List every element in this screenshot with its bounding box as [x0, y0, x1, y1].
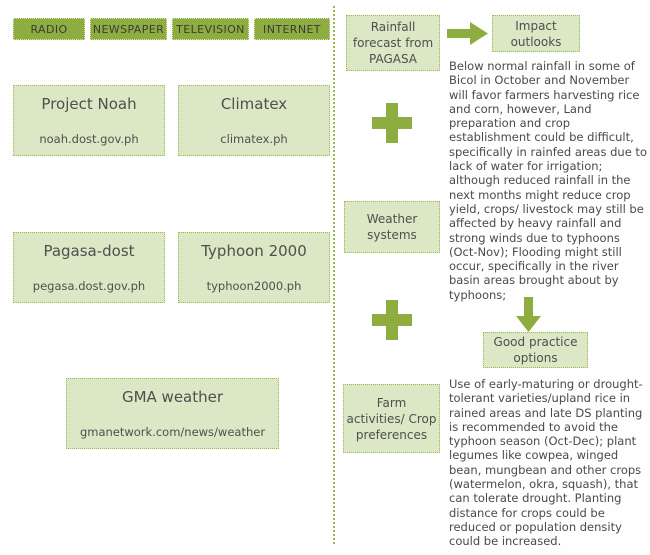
resource-card-climatex: Climatex climatex.ph	[178, 85, 330, 156]
good-practice-options-text: Use of early-maturing or drought-toleran…	[449, 377, 643, 549]
resource-name: Climatex	[220, 95, 288, 113]
tab-newspaper[interactable]: NEWSPAPER	[90, 18, 167, 40]
flow-input-label: Farm activities/ Crop preferences	[346, 395, 437, 442]
tab-internet[interactable]: INTERNET	[254, 18, 330, 40]
flow-input-label: Weather systems	[366, 212, 418, 242]
resource-name: Typhoon 2000	[201, 242, 307, 260]
impact-outlooks-box: Impact outlooks	[492, 15, 580, 52]
resource-url: pegasa.dost.gov.ph	[32, 279, 146, 293]
flow-input-label: Rainfall forecast from PAGASA	[352, 20, 434, 66]
resource-url: typhoon2000.ph	[206, 279, 302, 293]
flow-input-farm-activities: Farm activities/ Crop preferences	[343, 384, 440, 453]
resource-card-gma-weather: GMA weather gmanetwork.com/news/weather	[66, 378, 279, 449]
impact-outlooks-text: Below normal rainfall in some of Bicol i…	[449, 59, 647, 302]
good-practice-options-title: Good practice options	[493, 335, 578, 365]
good-practice-options-box: Good practice options	[483, 332, 588, 368]
resource-card-typhoon-2000: Typhoon 2000 typhoon2000.ph	[178, 232, 330, 303]
flow-input-weather-systems: Weather systems	[344, 201, 440, 253]
resource-name: Pagasa-dost	[43, 242, 135, 260]
section-divider	[333, 6, 335, 544]
resource-name: Project Noah	[41, 95, 137, 113]
tab-television[interactable]: TELEVISION	[172, 18, 249, 40]
plus-icon	[372, 103, 412, 143]
plus-icon	[372, 300, 412, 340]
resource-card-project-noah: Project Noah noah.dost.gov.ph	[13, 85, 165, 156]
flow-input-rainfall-forecast: Rainfall forecast from PAGASA	[346, 15, 440, 71]
resource-name: GMA weather	[121, 388, 224, 406]
resource-card-pagasa-dost: Pagasa-dost pegasa.dost.gov.ph	[13, 232, 165, 303]
resource-url: gmanetwork.com/news/weather	[79, 425, 266, 439]
impact-outlooks-title: Impact outlooks	[510, 18, 562, 49]
resource-url: noah.dost.gov.ph	[39, 132, 139, 146]
arrow-down-icon	[516, 297, 541, 332]
resource-url: climatex.ph	[220, 132, 288, 146]
tab-radio[interactable]: RADIO	[13, 18, 85, 40]
arrow-right-icon	[447, 21, 488, 46]
